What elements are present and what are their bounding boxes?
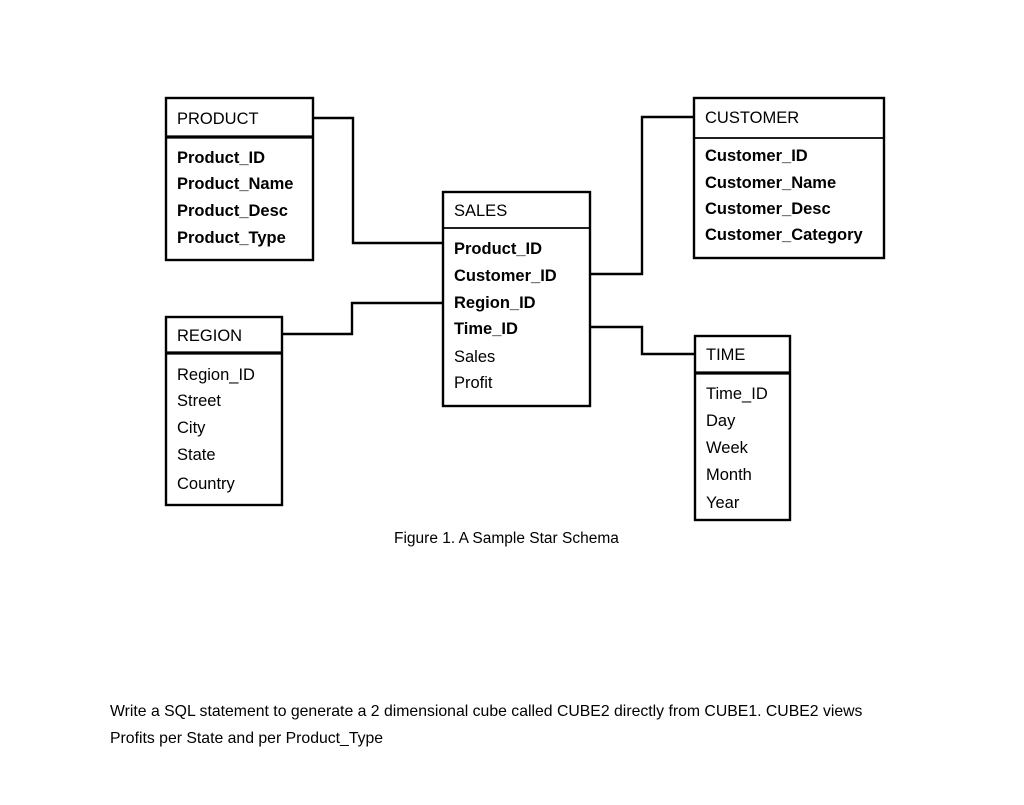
entity-time-field-0: Time_ID <box>706 385 768 403</box>
entity-region-title: REGION <box>177 327 242 345</box>
entity-sales-field-3: Time_ID <box>454 320 518 338</box>
entity-customer-field-1: Customer_Name <box>705 174 836 192</box>
entity-region-field-1: Street <box>177 392 221 410</box>
entity-product-field-1: Product_Name <box>177 175 293 193</box>
entity-time-field-2: Week <box>706 439 749 457</box>
entity-time-field-3: Month <box>706 466 752 484</box>
figure-caption: Figure 1. A Sample Star Schema <box>394 530 619 547</box>
entity-region-box <box>164 315 284 507</box>
entity-time-field-4: Year <box>706 494 740 512</box>
connector-sales-to-time <box>590 325 695 356</box>
entity-region-field-2: City <box>177 419 206 437</box>
entity-product-field-0: Product_ID <box>177 149 265 167</box>
question-paragraph: Write a SQL statement to generate a 2 di… <box>110 703 863 748</box>
entity-time-box <box>693 334 792 522</box>
entity-region-field-3: State <box>177 446 216 464</box>
entity-sales-field-4: Sales <box>454 348 495 366</box>
entity-sales[interactable]: SALES Product_ID Customer_ID Region_ID T… <box>441 190 592 408</box>
entity-product[interactable]: PRODUCT Product_ID Product_Name Product_… <box>164 96 315 262</box>
entity-product-title: PRODUCT <box>177 110 259 128</box>
connector-sales-to-customer <box>590 115 694 276</box>
entity-customer-field-0: Customer_ID <box>705 147 808 165</box>
entity-product-box <box>164 96 315 262</box>
entity-customer-title: CUSTOMER <box>705 109 799 127</box>
entity-sales-field-1: Customer_ID <box>454 267 557 285</box>
entity-customer-field-3: Customer_Category <box>705 226 864 244</box>
entity-customer[interactable]: CUSTOMER Customer_ID Customer_Name Custo… <box>692 96 886 260</box>
entity-region-field-0: Region_ID <box>177 366 255 384</box>
entity-sales-field-2: Region_ID <box>454 294 536 312</box>
entity-region-field-4: Country <box>177 475 236 493</box>
entity-time[interactable]: TIME Time_ID Day Week Month Year <box>693 334 792 522</box>
entity-customer-field-2: Customer_Desc <box>705 200 831 218</box>
entity-product-field-3: Product_Type <box>177 229 286 247</box>
entity-time-title: TIME <box>706 346 745 364</box>
connector-product-to-sales <box>313 116 443 245</box>
entity-sales-field-5: Profit <box>454 374 493 392</box>
entity-time-field-1: Day <box>706 412 736 430</box>
entity-sales-title: SALES <box>454 202 507 220</box>
entity-region[interactable]: REGION Region_ID Street City State Count… <box>164 315 284 507</box>
entity-customer-box <box>692 96 886 260</box>
entity-product-field-2: Product_Desc <box>177 202 288 220</box>
connector-region-to-sales <box>282 301 443 336</box>
entity-sales-field-0: Product_ID <box>454 240 542 258</box>
